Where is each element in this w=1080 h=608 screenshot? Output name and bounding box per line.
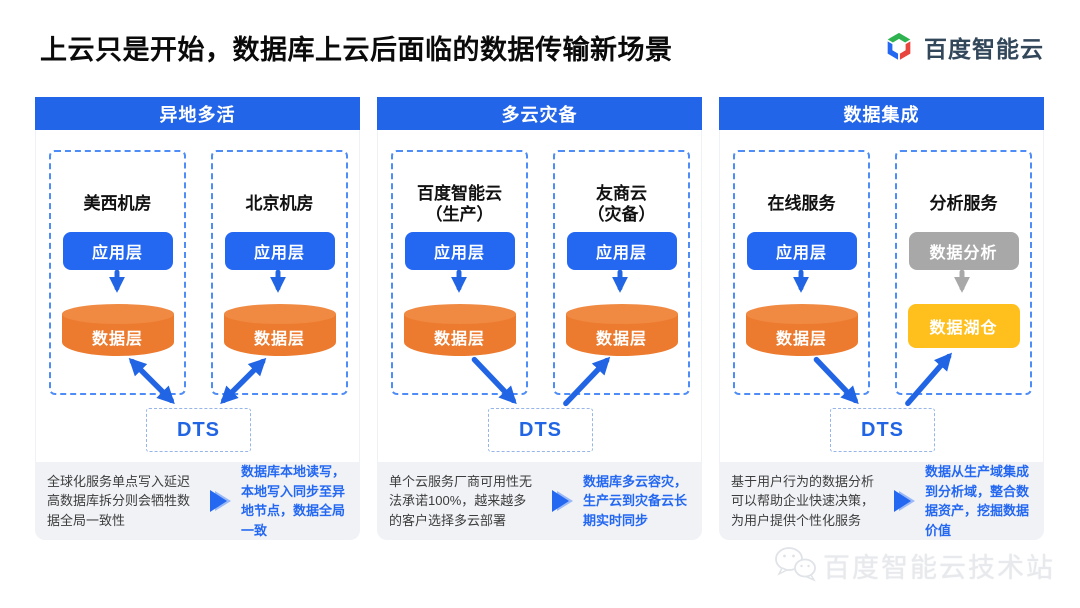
card-diagram: 百度智能云 （生产） 应用层 数据层 友商云 （灾备） 应用层 数据层 [377, 130, 702, 462]
data-layer-cylinder: 数据层 [745, 304, 858, 356]
wechat-icon [775, 547, 816, 582]
zone-title-text: 百度智能云 [417, 183, 502, 203]
scenario-card-multicloud-dr: 多云灾备 百度智能云 （生产） 应用层 数据层 友商云 （灾备） 应用层 [377, 97, 702, 540]
data-analysis-box: 数据分析 [908, 232, 1019, 270]
datacenter-zone: 北京机房 应用层 数据层 [211, 150, 348, 395]
app-layer-box: 应用层 [566, 232, 677, 270]
pain-point-text: 基于用户行为的数据分析可以帮助企业快速决策，为用户提供个性化服务 [731, 473, 875, 528]
app-layer-box: 应用层 [62, 232, 173, 270]
transition-arrow-icon [546, 488, 576, 514]
data-layer-cylinder: 数据层 [565, 304, 678, 356]
zone-title-text: 友商云 [596, 183, 647, 203]
transition-arrow-icon [888, 488, 918, 514]
cloud-zone: 友商云 （灾备） 应用层 数据层 [553, 150, 690, 395]
cylinder-top [61, 304, 174, 324]
solution-text: 数据库本地读写，本地写入同步至异地节点，数据全局一致 [241, 464, 346, 538]
baidu-cloud-logo: 百度智能云 [882, 30, 1044, 64]
app-layer-box: 应用层 [746, 232, 857, 270]
data-layer-cylinder: 数据层 [61, 304, 174, 356]
scenario-card-data-integration: 数据集成 在线服务 应用层 数据层 分析服务 数据分析 数据湖仓 DTS [719, 97, 1044, 540]
card-header: 异地多活 [35, 97, 360, 130]
card-diagram: 在线服务 应用层 数据层 分析服务 数据分析 数据湖仓 DTS [719, 130, 1044, 462]
page-title: 上云只是开始，数据库上云后面临的数据传输新场景 [40, 35, 673, 65]
zone-subtitle-text: （灾备） [587, 205, 656, 224]
solution-text: 数据库多云容灾，生产云到灾备云长期实时同步 [583, 473, 688, 528]
data-layer-cylinder: 数据层 [403, 304, 516, 356]
zone-subtitle-text: （生产） [425, 205, 494, 224]
dts-box: DTS [488, 408, 593, 452]
dts-box: DTS [830, 408, 935, 452]
zone-title: 百度智能云 （生产） [393, 174, 526, 234]
zone-title-text: 分析服务 [929, 194, 998, 214]
scenario-card-geo-active: 异地多活 美西机房 应用层 数据层 北京机房 应用层 数据层 [35, 97, 360, 540]
zone-title: 美西机房 [51, 174, 184, 234]
cylinder-top [223, 304, 336, 324]
dts-box: DTS [146, 408, 251, 452]
app-layer-box: 应用层 [224, 232, 335, 270]
data-lakehouse-box: 数据湖仓 [907, 304, 1020, 348]
card-footer: 全球化服务单点写入延迟高数据库拆分则会牺牲数据全局一致性 数据库本地读写，本地写… [35, 462, 360, 540]
watermark: 百度智能云技术站 [773, 544, 1055, 586]
service-zone: 分析服务 数据分析 数据湖仓 [895, 150, 1032, 395]
baidu-cloud-logo-icon [887, 32, 911, 60]
zone-title-text: 美西机房 [83, 194, 152, 214]
data-layer-cylinder: 数据层 [223, 304, 336, 356]
cylinder-top [565, 304, 678, 324]
zone-title: 在线服务 [735, 174, 868, 234]
cylinder-top [403, 304, 516, 324]
watermark-text: 百度智能云技术站 [823, 552, 1055, 583]
cloud-zone: 百度智能云 （生产） 应用层 数据层 [391, 150, 528, 395]
zone-title: 分析服务 [897, 174, 1030, 234]
cylinder-top [745, 304, 858, 324]
app-layer-box: 应用层 [404, 232, 515, 270]
pain-point-text: 全球化服务单点写入延迟高数据库拆分则会牺牲数据全局一致性 [47, 473, 191, 528]
zone-title-text: 北京机房 [245, 194, 314, 214]
zone-title: 北京机房 [213, 174, 346, 234]
card-footer: 基于用户行为的数据分析可以帮助企业快速决策，为用户提供个性化服务 数据从生产域集… [719, 462, 1044, 540]
datacenter-zone: 美西机房 应用层 数据层 [49, 150, 186, 395]
card-diagram: 美西机房 应用层 数据层 北京机房 应用层 数据层 DTS [35, 130, 360, 462]
zone-title: 友商云 （灾备） [555, 174, 688, 234]
zone-title-text: 在线服务 [767, 194, 836, 214]
transition-arrow-icon [204, 488, 234, 514]
card-header: 多云灾备 [377, 97, 702, 130]
card-footer: 单个云服务厂商可用性无法承诺100%，越来越多的客户选择多云部署 数据库多云容灾… [377, 462, 702, 540]
service-zone: 在线服务 应用层 数据层 [733, 150, 870, 395]
baidu-cloud-logo-text: 百度智能云 [924, 36, 1044, 62]
solution-text: 数据从生产域集成到分析域，整合数据资产，挖掘数据价值 [925, 464, 1030, 538]
card-header: 数据集成 [719, 97, 1044, 130]
pain-point-text: 单个云服务厂商可用性无法承诺100%，越来越多的客户选择多云部署 [389, 473, 533, 528]
